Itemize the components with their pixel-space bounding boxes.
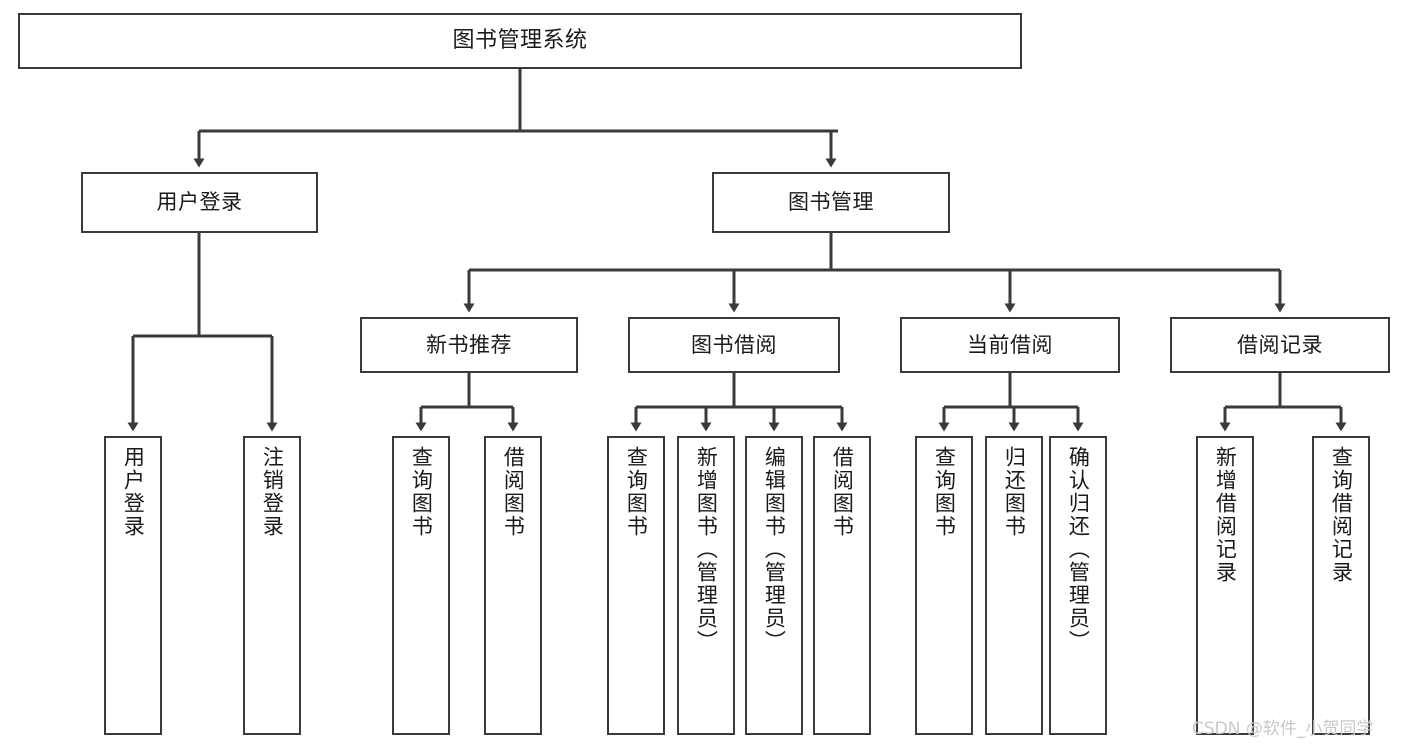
- leaf-logout-login[interactable]: 注销登录: [243, 436, 301, 735]
- node-label: 新书推荐: [426, 332, 512, 357]
- leaf-query-book-current[interactable]: 查询图书: [915, 436, 973, 735]
- node-label: 用户登录: [121, 446, 146, 538]
- leaf-query-borrow-record[interactable]: 查询借阅记录: [1312, 436, 1370, 735]
- leaf-edit-book-admin[interactable]: 编辑图书（管理员）: [745, 436, 803, 735]
- leaf-user-login[interactable]: 用户登录: [104, 436, 162, 735]
- node-label: 查询图书: [624, 446, 649, 538]
- node-label: 注销登录: [260, 446, 285, 538]
- node-label: 借阅记录: [1237, 332, 1323, 357]
- node-label: 查询借阅记录: [1329, 446, 1354, 584]
- watermark: CSDN @软件_小贺同学: [1192, 719, 1374, 739]
- node-root-book-management-system[interactable]: 图书管理系统: [18, 13, 1022, 69]
- node-current-borrow[interactable]: 当前借阅: [900, 317, 1120, 373]
- leaf-confirm-return-admin[interactable]: 确认归还（管理员）: [1049, 436, 1107, 735]
- node-label: 新增图书（管理员）: [694, 446, 719, 653]
- leaf-add-borrow-record[interactable]: 新增借阅记录: [1196, 436, 1254, 735]
- node-borrow-record[interactable]: 借阅记录: [1170, 317, 1390, 373]
- node-label: 借阅图书: [501, 446, 526, 538]
- leaf-borrow-book[interactable]: 借阅图书: [813, 436, 871, 735]
- node-user-login[interactable]: 用户登录: [81, 172, 318, 233]
- node-label: 图书管理: [788, 190, 874, 215]
- node-label: 用户登录: [156, 190, 243, 215]
- node-label: 查询图书: [409, 446, 434, 538]
- node-label: 归还图书: [1002, 446, 1027, 538]
- node-label: 查询图书: [932, 446, 957, 538]
- node-label: 当前借阅: [967, 332, 1053, 357]
- leaf-query-book-recommend[interactable]: 查询图书: [392, 436, 450, 735]
- node-book-borrow[interactable]: 图书借阅: [628, 317, 840, 373]
- node-label: 借阅图书: [830, 446, 855, 538]
- leaf-query-book-borrow[interactable]: 查询图书: [607, 436, 665, 735]
- node-label: 图书管理系统: [452, 28, 588, 54]
- leaf-borrow-book-recommend[interactable]: 借阅图书: [484, 436, 542, 735]
- node-new-book-recommend[interactable]: 新书推荐: [360, 317, 578, 373]
- node-book-management[interactable]: 图书管理: [712, 172, 950, 233]
- node-label: 图书借阅: [691, 332, 777, 357]
- node-label: 确认归还（管理员）: [1066, 446, 1091, 653]
- node-label: 新增借阅记录: [1213, 446, 1238, 584]
- node-label: 编辑图书（管理员）: [762, 446, 787, 653]
- leaf-add-book-admin[interactable]: 新增图书（管理员）: [677, 436, 735, 735]
- leaf-return-book[interactable]: 归还图书: [985, 436, 1043, 735]
